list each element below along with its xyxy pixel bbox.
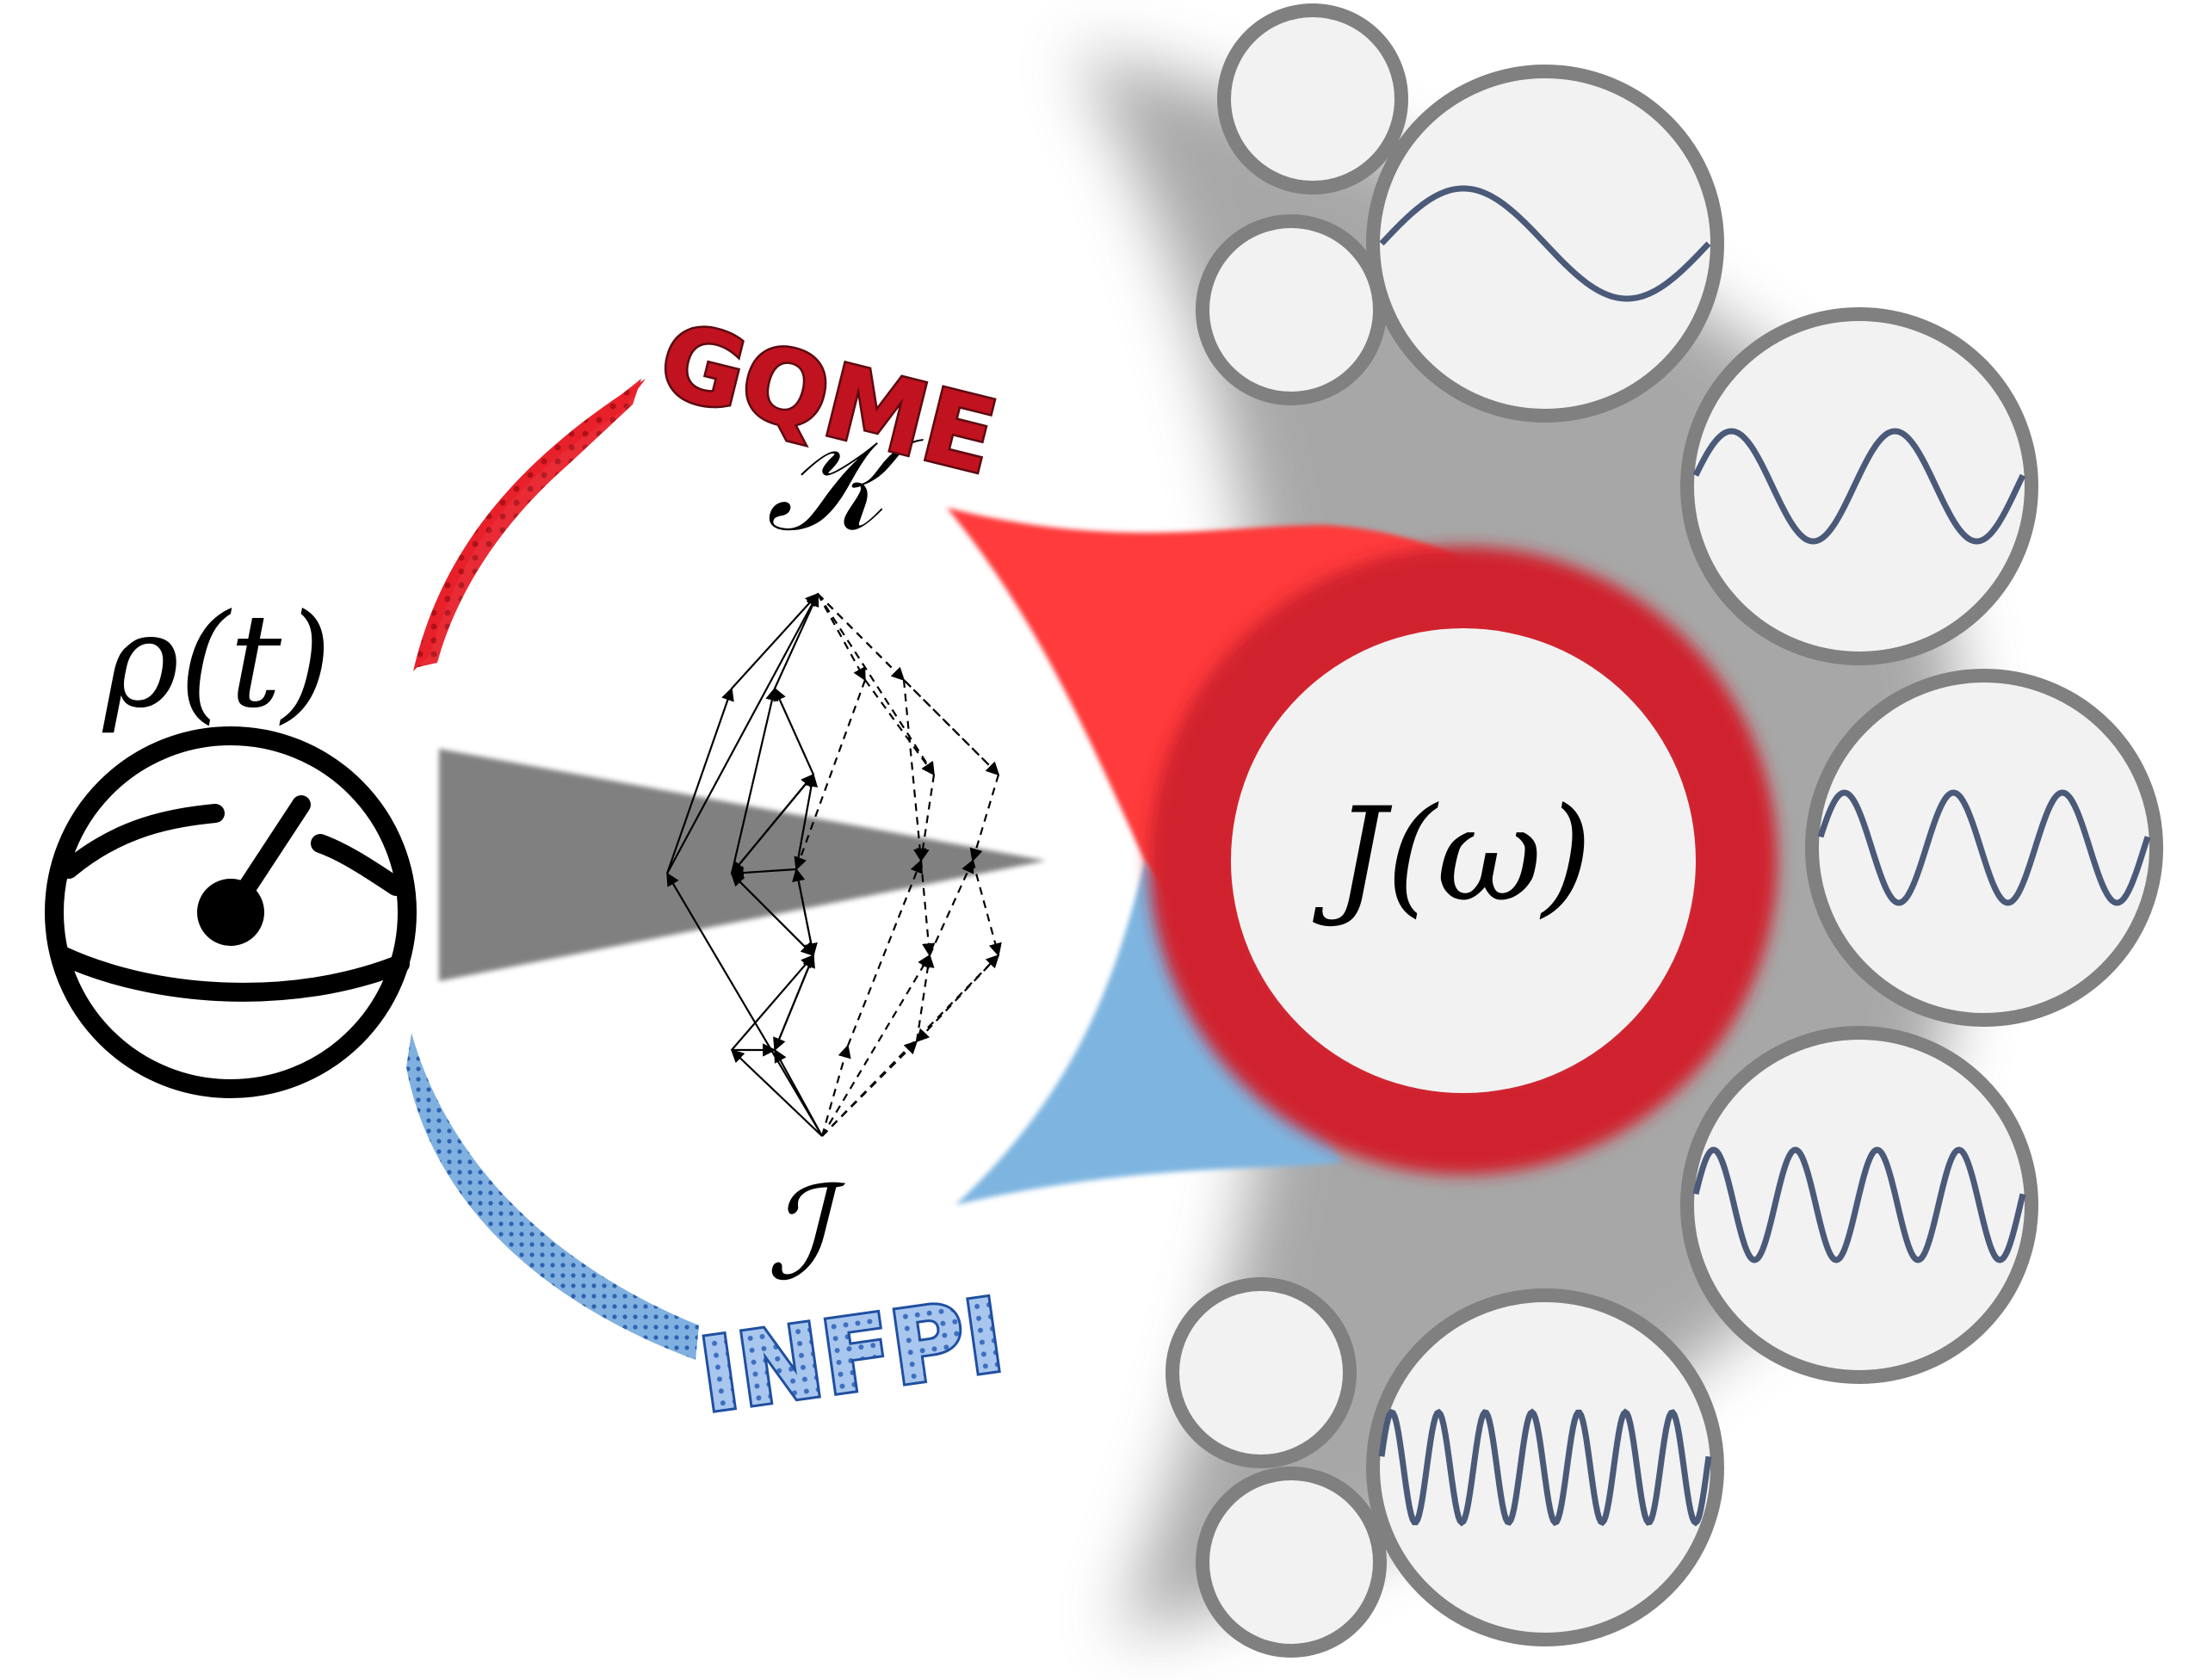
stopwatch-lower-arc [53,946,410,1002]
network-edge [731,592,819,689]
mode-wave [1378,1408,1712,1527]
mode-wave [1692,1146,2026,1263]
network-edge [666,872,823,1137]
influence-symbol: ℐ [766,1159,846,1309]
tensor-network [665,592,1002,1137]
network-edge-dashed [795,868,818,957]
stopwatch-icon [45,726,417,1098]
network-edge-dashed [817,593,935,776]
network-edge-dashed [794,679,867,871]
network-edge [795,773,819,870]
network-edge [773,592,819,689]
stopwatch-face [45,726,417,1098]
wedge-beam [439,749,1046,981]
network-edge-dashed [821,1040,918,1137]
network-edge [773,687,815,775]
oscillator-mode-bubbles [1166,3,2163,1658]
network-edge-dashed [915,954,935,1042]
small-bubble [1166,1277,1357,1468]
network-edge [774,1048,823,1137]
network-edge-dashed [821,954,931,1137]
network-edge-dashed [903,679,1000,776]
mode-bubble [1805,669,2163,1027]
network-edge-dashed [916,774,936,862]
spectral-disc [1231,628,1696,1093]
stopwatch-upper-arc-left [59,804,225,879]
network-edge [730,866,797,880]
network-edge [773,954,815,1052]
mode-wave [1379,185,1711,302]
mode-bubble [1680,307,2038,665]
network-edge-dashed [820,1044,851,1137]
network-edge [731,774,814,875]
influence-funnel [955,861,1343,1205]
network-edge [730,1048,823,1137]
network-edge [730,687,779,874]
network-edge-dashed [846,859,924,1047]
network-edge [731,873,815,957]
network-edge-dashed [971,860,1002,957]
network-edge-dashed [915,954,999,1043]
network-edge-dashed [817,593,866,682]
network-edge [665,687,734,874]
spectral-label: J(ω) [1312,781,1592,930]
stopwatch-upper-arc-right [311,834,405,896]
small-bubble [1196,1467,1387,1658]
network-edge-dashed [928,859,974,956]
infpi-arc [406,1033,699,1360]
infpi-label: INFPI [693,1275,1011,1436]
network-edge-dashed [902,679,927,862]
density-label: ρ(t) [102,587,332,737]
small-bubble [1217,3,1408,195]
network-edge-dashed [919,860,936,957]
stopwatch-pivot [197,879,264,946]
network-edge [666,592,819,874]
spectral-ring [1149,547,1778,1175]
network-edge-dashed [969,774,1000,862]
network-edge [731,954,815,1051]
small-bubble [1196,214,1387,405]
mode-wave [1817,789,2151,906]
network-edge-dashed [864,679,935,776]
mode-wave [1692,428,2026,545]
gqme-arc-band [415,379,641,668]
